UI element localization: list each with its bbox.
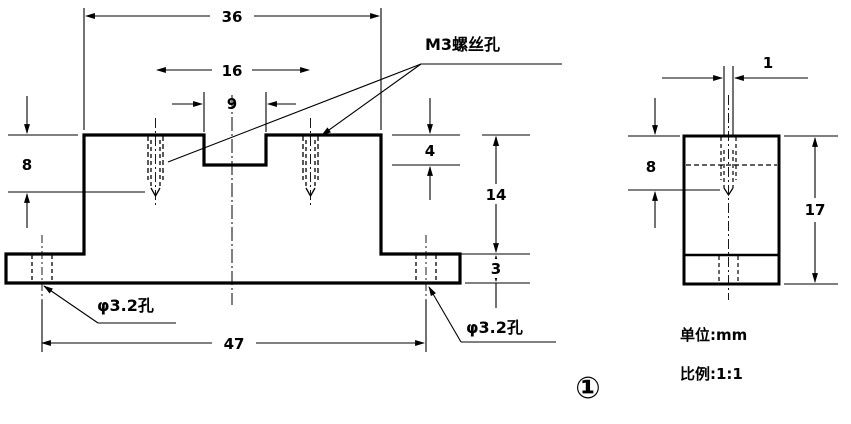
dimension-side-17-label: 17 [805, 201, 826, 219]
left-base-hole [31, 235, 53, 300]
dimension-side-8-label: 8 [646, 158, 656, 176]
dimension-36-label: 36 [222, 8, 243, 26]
thread-hole-leader [167, 63, 562, 163]
scale-note: 比例:1:1 [680, 365, 743, 383]
right-hole-callout: φ3.2孔 [466, 318, 523, 337]
dimension-9-label: 9 [227, 95, 237, 113]
side-outline [682, 134, 781, 286]
dimension-side-8 [628, 98, 720, 228]
dimension-9 [172, 92, 296, 132]
dimension-47-label: 47 [224, 335, 245, 353]
right-base-hole [415, 235, 437, 300]
dimension-left-8-label: 8 [22, 156, 32, 174]
dimension-side-1-label: 1 [763, 54, 773, 72]
front-outline [4, 133, 462, 285]
right-hole-leader [428, 286, 556, 343]
side-hidden-lines [686, 95, 777, 300]
left-hole-callout: φ3.2孔 [97, 296, 154, 315]
dimension-14-label: 14 [486, 186, 507, 204]
left-hole-leader [43, 285, 176, 324]
unit-note: 单位:mm [680, 326, 747, 344]
right-thread-hole [302, 118, 319, 205]
figure-number: ① [575, 371, 600, 406]
dimension-16-label: 16 [222, 62, 243, 80]
thread-hole-callout: M3螺丝孔 [425, 35, 500, 54]
side-view: 1 8 17 [628, 54, 838, 300]
dimension-side-1 [662, 66, 808, 135]
left-thread-hole [147, 118, 164, 205]
dimension-left-8 [8, 96, 145, 228]
front-view: 36 16 9 47 8 [4, 6, 562, 353]
dimension-4-label: 4 [425, 142, 435, 160]
dimension-3-label: 3 [491, 260, 501, 278]
